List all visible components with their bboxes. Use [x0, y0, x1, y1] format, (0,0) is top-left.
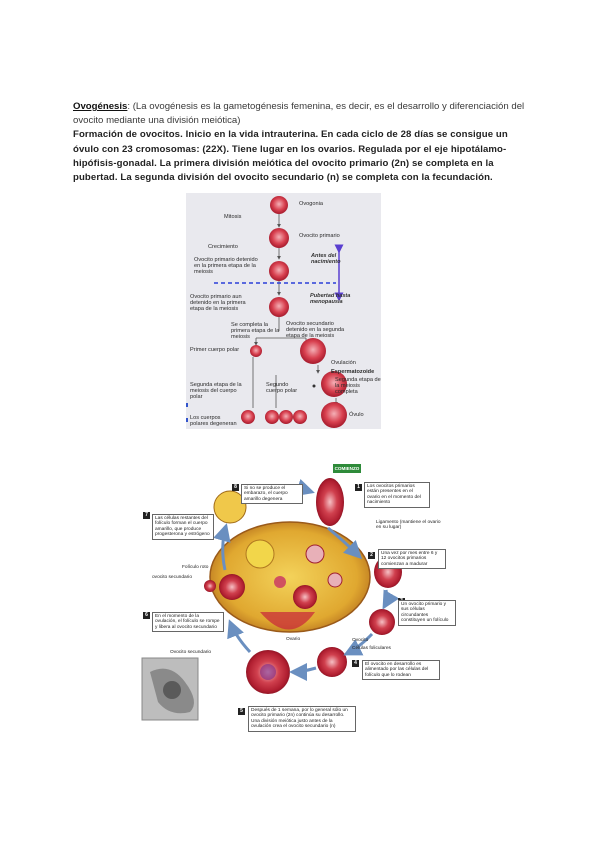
- follicle-maturing: [293, 585, 317, 609]
- label-primary-at-puberty: Ovocito primario aun detenido en la prim…: [190, 294, 260, 313]
- intro-title-definition: : (La ovogénesis es la gametogénesis fem…: [73, 101, 524, 126]
- stage3-cell: [369, 609, 395, 635]
- step-number-4: 4: [352, 660, 359, 667]
- oogonia-cell: [270, 196, 288, 214]
- corpus-luteum: [246, 540, 274, 568]
- start-badge: COMIENZO: [333, 464, 361, 473]
- step-number-8: 8: [232, 484, 239, 491]
- sperm-mark: [313, 385, 316, 388]
- label-oogonia: Ovogonia: [299, 201, 359, 207]
- label-second-polar-body: Segundo cuerpo polar: [266, 382, 302, 394]
- polar-body-cell-3: [293, 410, 307, 424]
- label-puberty-menopause: Pubertad hasta menopausia: [310, 293, 370, 305]
- step-number-6: 6: [143, 612, 150, 619]
- label-secondary-oocyte: ovocito secundario: [152, 575, 192, 580]
- intro-title-line: Ovogénesis: (La ovogénesis es la gametog…: [73, 100, 533, 128]
- polar-body-cell-1: [265, 410, 279, 424]
- primary-oocyte-cell: [269, 228, 289, 248]
- step-text-6: En el momento de la ovulación, el folícu…: [152, 612, 224, 632]
- label-sperm: Espermatozoide: [331, 369, 381, 375]
- ruptured-follicle: [219, 574, 245, 600]
- stage4-cell: [317, 647, 347, 677]
- label-mitosis: Mitosis: [224, 214, 264, 220]
- label-micrograph: Ovocito secundario: [170, 650, 230, 655]
- step-text-2: Una vez por mes entre 6 y 12 ovocitos pr…: [378, 549, 446, 569]
- label-ovum: Óvulo: [349, 412, 379, 418]
- intro-title-word: Ovogénesis: [73, 101, 127, 112]
- step-text-7: Las células restantes del folículo forma…: [152, 514, 214, 540]
- label-second-stage-complete: Segunda etapa de la meiosis completa: [335, 377, 381, 396]
- micrograph-texture: [163, 681, 181, 699]
- label-ligament: Ligamento (mantiene el ovario en su luga…: [376, 520, 446, 531]
- step-number-1: 1: [355, 484, 362, 491]
- released-oocyte: [204, 580, 216, 592]
- arrested-primary-cell: [269, 261, 289, 281]
- label-oocyte: Ovocito: [352, 638, 382, 643]
- label-polar-second-stage: Segunda etapa de la meiosis del cuerpo p…: [190, 382, 250, 401]
- step-text-1: Los ovocitos primarios están presentes e…: [364, 482, 430, 508]
- stage1-cell: [316, 478, 344, 526]
- polar-body-cell-4: [241, 410, 255, 424]
- polar-body-cell-2: [279, 410, 293, 424]
- step-text-5: Después de 1 semana, por lo general sólo…: [248, 706, 356, 732]
- label-ovulation: Ovulación: [331, 360, 376, 366]
- ovarian-cycle-diagram: COMIENZO 1 Los ovocitos primarios están …: [140, 462, 460, 750]
- label-arrested-primary: Ovocito primario detenido en la primera …: [194, 257, 258, 276]
- label-ruptured-follicle: Folículo roto: [182, 565, 222, 570]
- label-before-birth: Antes del nacimiento: [311, 253, 366, 265]
- step-text-4: El ovocito en desarrollo es alimentado p…: [362, 660, 440, 680]
- ovum-cell: [321, 402, 347, 428]
- intro-text-block: Ovogénesis: (La ovogénesis es la gametog…: [73, 100, 533, 185]
- step-text-3: Un ovocito primario y sus células circun…: [398, 600, 456, 626]
- label-ovary: Ovario: [286, 637, 316, 642]
- label-primary-oocyte: Ovocito primario: [299, 233, 369, 239]
- follicle-small: [328, 573, 342, 587]
- label-polar-bodies-degenerate: Los cuerpos polares degeneran: [190, 415, 240, 427]
- step-number-7: 7: [143, 512, 150, 519]
- oogenesis-flow-diagram: Ovogonia Mitosis Ovocito primario Crecim…: [186, 193, 381, 429]
- step-number-2: 2: [368, 552, 375, 559]
- label-secondary-oocyte: Ovocito secundario detenido en la segund…: [286, 321, 346, 340]
- follicle-small: [306, 545, 324, 563]
- follicle-small: [274, 576, 286, 588]
- blue-mark: [186, 403, 188, 407]
- intro-paragraph: Formación de ovocitos. Inicio en la vida…: [73, 128, 533, 185]
- label-follicular-cells: Células foliculares: [352, 646, 402, 651]
- label-first-polar-body: Primer cuerpo polar: [190, 347, 245, 353]
- stage5-nucleus: [260, 664, 276, 680]
- first-polar-body-cell: [250, 345, 262, 357]
- label-growth: Crecimiento: [208, 244, 258, 250]
- step-text-8: Si no se produce el embarazo, el cuerpo …: [241, 484, 303, 504]
- secondary-oocyte-cell: [300, 338, 326, 364]
- puberty-primary-cell: [269, 297, 289, 317]
- label-first-stage-complete: Se completa la primera etapa de la meios…: [231, 322, 283, 341]
- step-number-5: 5: [238, 708, 245, 715]
- blue-mark: [186, 418, 188, 422]
